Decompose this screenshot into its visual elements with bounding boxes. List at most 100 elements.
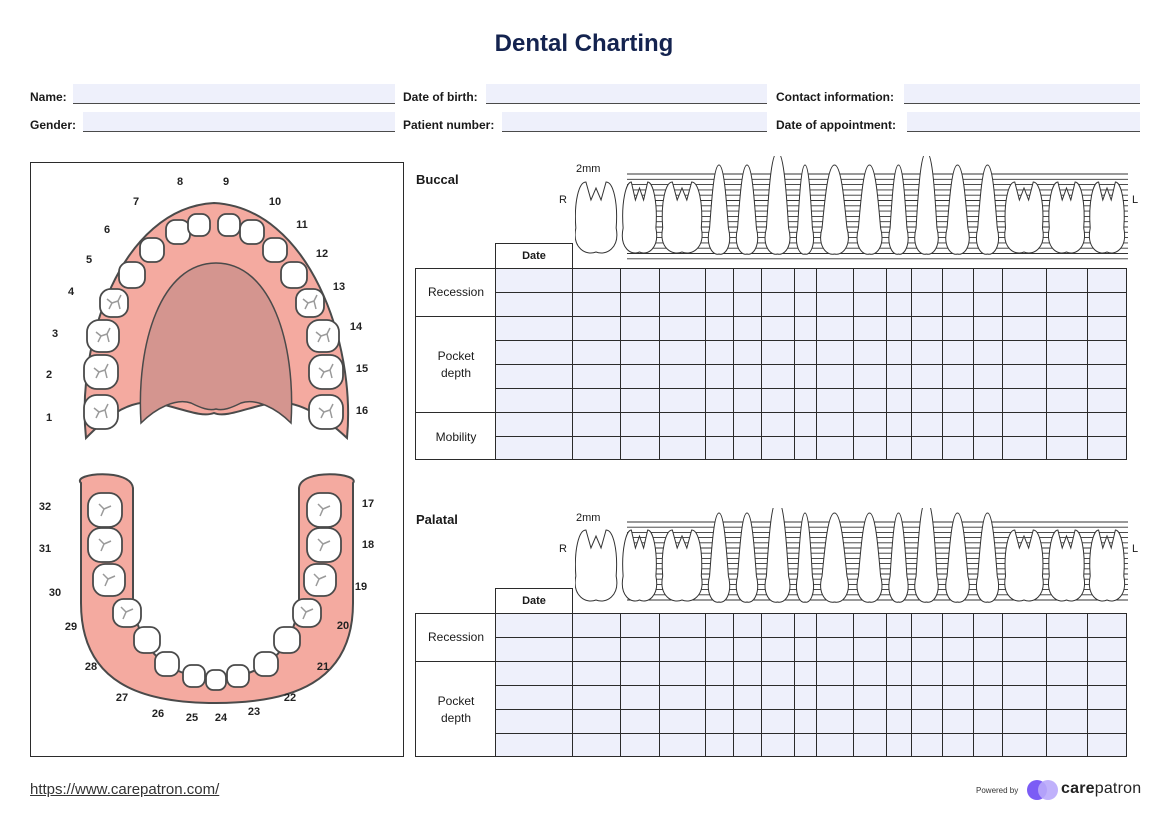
buccal-tooth [914, 156, 939, 255]
upper-tooth-12 [280, 261, 308, 289]
upper-tooth-fissure [302, 294, 318, 310]
palatal-date-header: Date [495, 588, 573, 614]
upper-tooth-number: 7 [132, 196, 140, 208]
lower-tooth-29 [92, 563, 126, 597]
palatal-entry-cells[interactable] [496, 614, 1126, 756]
upper-tooth-number: 11 [296, 219, 308, 231]
palatal-tooth [945, 512, 970, 603]
lower-tooth-number: 31 [38, 543, 52, 555]
palatal-tooth [1088, 529, 1126, 602]
palatal-tooth [888, 512, 909, 603]
patient-number-label: Patient number: [403, 118, 495, 132]
contact-label: Contact information: [776, 90, 894, 104]
lower-tooth-number: 24 [214, 712, 228, 724]
palatal-tooth [735, 512, 759, 603]
lower-tooth-number: 27 [115, 692, 129, 704]
arch-illustration [78, 201, 355, 705]
carepatron-link[interactable]: https://www.carepatron.com/ [30, 781, 220, 798]
lower-tooth-22 [253, 651, 279, 677]
palatal-row-label-recession: Recession [416, 614, 496, 662]
brand-rest: patron [1094, 780, 1142, 797]
palatal-tooth [621, 529, 658, 602]
upper-tooth-number: 9 [222, 176, 230, 188]
name-field[interactable] [73, 84, 395, 104]
upper-tooth-number: 16 [355, 405, 369, 417]
upper-tooth-number: 13 [332, 281, 346, 293]
lower-tooth-19 [303, 563, 337, 597]
buccal-label: Buccal [416, 172, 459, 187]
lower-tooth-fissure [317, 538, 331, 552]
lower-tooth-27 [133, 626, 161, 654]
lower-tooth-25 [182, 664, 206, 688]
buccal-row-divider [496, 316, 1126, 317]
buccal-entry-cells[interactable] [496, 269, 1126, 459]
lower-tooth-20 [292, 598, 322, 628]
palate [139, 262, 293, 425]
upper-tooth-number: 15 [355, 363, 369, 375]
palatal-tooth [1048, 529, 1085, 602]
lower-tooth-17 [306, 492, 342, 528]
buccal-tooth [1048, 181, 1085, 254]
palatal-label: Palatal [416, 512, 458, 527]
lower-tooth-number: 29 [64, 621, 78, 633]
upper-tooth-9 [217, 213, 241, 237]
upper-tooth-number: 3 [51, 328, 59, 340]
lower-tooth-number: 22 [283, 692, 297, 704]
palatal-tooth [856, 512, 883, 603]
palatal-tooth [575, 529, 618, 602]
lower-tooth-26 [154, 651, 180, 677]
carepatron-logo-icon [1027, 780, 1058, 800]
gender-label: Gender: [30, 118, 77, 132]
palatal-tooth [707, 512, 731, 603]
buccal-row-label-mobility: Mobility [435, 429, 477, 444]
dob-label: Date of birth: [403, 90, 478, 104]
lower-tooth-23 [226, 664, 250, 688]
buccal-tooth [735, 164, 759, 255]
buccal-row-divider [496, 412, 1126, 413]
palatal-tooth [976, 512, 999, 603]
lower-tooth-fissure [300, 606, 314, 620]
lower-tooth-fissure [317, 503, 331, 517]
buccal-tooth [1004, 181, 1044, 254]
lower-tooth-fissure [313, 573, 327, 587]
page-title: Dental Charting [494, 30, 674, 57]
patient-number-field[interactable] [502, 112, 767, 132]
palatal-tooth [1004, 529, 1044, 602]
gender-field[interactable] [83, 112, 395, 132]
buccal-left-label: L [1132, 194, 1139, 206]
upper-tooth-number: 10 [268, 196, 282, 208]
lower-tooth-18 [306, 527, 342, 563]
lower-tooth-number: 17 [361, 498, 375, 510]
upper-tooth-10 [239, 219, 265, 245]
dob-field[interactable] [486, 84, 767, 104]
lower-tooth-31 [87, 492, 123, 528]
contact-field[interactable] [904, 84, 1140, 104]
buccal-row-divider [496, 388, 1126, 389]
buccal-tooth [621, 181, 658, 254]
upper-tooth-number: 14 [349, 321, 363, 333]
lower-tooth-number: 25 [185, 712, 199, 724]
carepatron-brand: carepatron [1061, 780, 1141, 798]
upper-tooth-fissure [93, 403, 109, 419]
appointment-field[interactable] [907, 112, 1140, 132]
upper-tooth-number: 2 [45, 369, 53, 381]
buccal-tooth [1088, 181, 1126, 254]
lower-tooth-24 [205, 669, 227, 691]
palatal-tooth [764, 508, 791, 603]
palatal-tooth [914, 508, 939, 603]
palatal-row-label-pocket-depth: Pocket depth [437, 694, 475, 725]
lower-tooth-number: 19 [354, 581, 368, 593]
lower-tooth-number: 20 [336, 620, 350, 632]
upper-tooth-fissure [95, 327, 111, 343]
buccal-row-divider [496, 364, 1126, 365]
upper-tooth-fissure [318, 403, 334, 419]
palatal-tooth [820, 512, 849, 603]
palatal-scale-label: 2mm [576, 512, 601, 524]
lower-tooth-fissure [98, 503, 112, 517]
palatal-row-divider [496, 733, 1126, 734]
palatal-teeth-illustration [575, 508, 1128, 603]
